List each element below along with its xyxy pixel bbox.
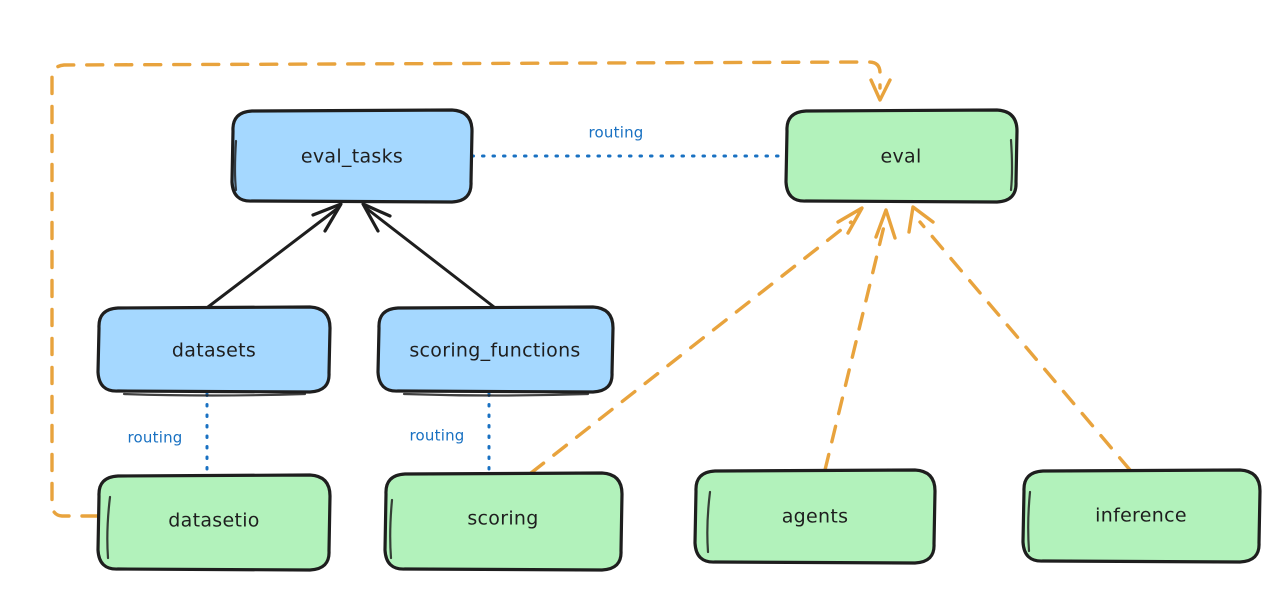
node-inference[interactable]: inference <box>1021 468 1262 564</box>
edge-label-routing-scoring: routing <box>410 427 465 445</box>
node-label-scoring-functions: scoring_functions <box>409 340 580 362</box>
edge-inference-eval <box>907 205 1132 472</box>
node-label-agents: agents <box>782 506 849 528</box>
edge-eval-tasks-eval: routing <box>470 124 788 158</box>
node-label-scoring: scoring <box>467 508 538 530</box>
edge-scoring-functions-eval-tasks <box>361 202 496 309</box>
node-label-eval: eval <box>880 146 921 168</box>
node-eval-tasks[interactable]: eval_tasks <box>230 108 474 204</box>
node-label-datasetio: datasetio <box>168 510 259 532</box>
edge-scoring-eval <box>529 206 864 475</box>
node-eval[interactable]: eval <box>784 108 1019 204</box>
edge-agents-eval <box>823 208 897 472</box>
edge-label-routing-datasetio: routing <box>128 429 183 447</box>
edge-datasets-eval-tasks <box>206 202 343 309</box>
node-scoring-functions[interactable]: scoring_functions <box>376 305 615 397</box>
node-datasetio[interactable]: datasetio <box>96 473 332 572</box>
node-label-eval-tasks: eval_tasks <box>301 146 403 168</box>
node-scoring[interactable]: scoring <box>383 471 624 572</box>
edge-datasets-datasetio: routing <box>128 392 209 477</box>
edge-scoring-functions-scoring: routing <box>410 392 491 475</box>
node-label-datasets: datasets <box>172 340 256 362</box>
node-datasets[interactable]: datasets <box>96 305 332 397</box>
edge-datasetio-eval <box>50 60 892 518</box>
node-label-inference: inference <box>1095 505 1187 527</box>
node-agents[interactable]: agents <box>693 468 937 565</box>
edge-label-routing-eval: routing <box>589 124 644 142</box>
